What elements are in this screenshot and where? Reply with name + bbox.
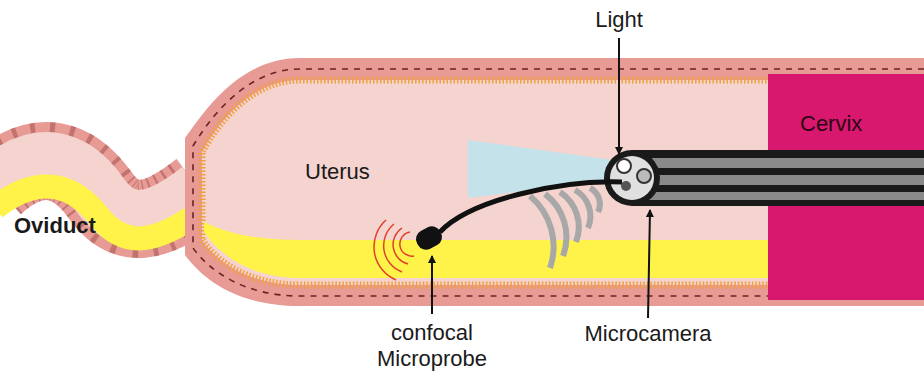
part-label: confocal Microprobe <box>357 320 507 372</box>
region-label: Oviduct <box>14 214 96 238</box>
part-label: Microcamera <box>584 322 711 346</box>
part-label: Light <box>595 8 643 32</box>
region-label: Uterus <box>305 160 370 184</box>
region-label: Cervix <box>800 112 862 136</box>
